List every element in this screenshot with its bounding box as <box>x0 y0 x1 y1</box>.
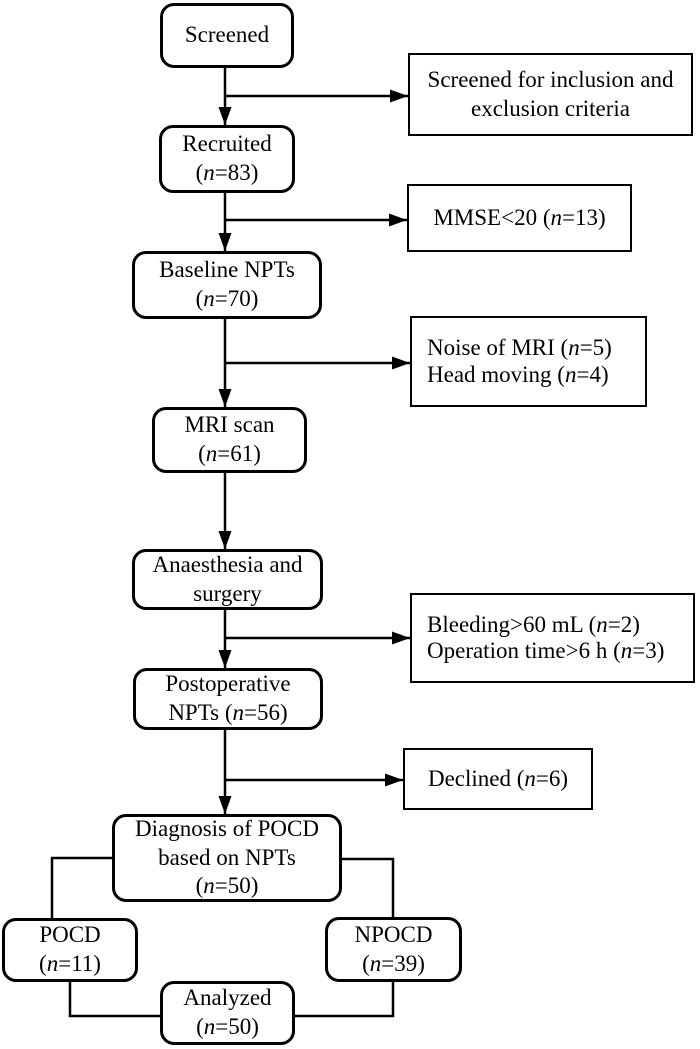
node-recruited: Recruited(n=83) <box>159 125 295 193</box>
node-screened-label: Screened <box>184 22 270 48</box>
line-pocd-to-analyzed <box>68 982 160 1018</box>
exclusion-mmse-label: MMSE<20 (n=13) <box>433 204 606 230</box>
exclusion-mri-label: Noise of MRI (n=5)Head moving (n=4) <box>427 335 612 387</box>
node-analyzed-label: Analyzed(n=50) <box>183 985 272 1039</box>
node-analyzed: Analyzed(n=50) <box>160 981 295 1045</box>
node-npocd-label: NPOCD(n=39) <box>354 921 433 976</box>
node-mri-scan-label: MRI scan(n=61) <box>184 412 275 466</box>
node-mri-scan: MRI scan(n=61) <box>152 407 307 473</box>
line-diagnosis-to-npocd <box>342 857 395 917</box>
node-recruited-label: Recruited(n=83) <box>182 131 272 185</box>
line-npocd-to-analyzed <box>295 982 395 1018</box>
exclusion-box-declined: Declined (n=6) <box>403 748 593 810</box>
exclusion-declined-label: Declined (n=6) <box>427 765 569 791</box>
node-pocd: POCD(n=11) <box>2 918 138 982</box>
node-screened: Screened <box>160 3 294 68</box>
exclusion-box-mmse: MMSE<20 (n=13) <box>407 184 632 252</box>
node-baseline-npts: Baseline NPTs(n=70) <box>132 251 322 319</box>
exclusion-box-surgery: Bleeding>60 mL (n=2)Operation time>6 h (… <box>410 593 695 683</box>
node-baseline-npts-label: Baseline NPTs(n=70) <box>159 257 295 311</box>
node-npocd: NPOCD(n=39) <box>325 917 462 982</box>
line-diagnosis-to-pocd <box>50 856 112 918</box>
exclusion-box-mri: Noise of MRI (n=5)Head moving (n=4) <box>410 316 647 407</box>
node-pocd-label: POCD(n=11) <box>39 922 101 976</box>
exclusion-surgery-label: Bleeding>60 mL (n=2)Operation time>6 h (… <box>427 611 665 663</box>
